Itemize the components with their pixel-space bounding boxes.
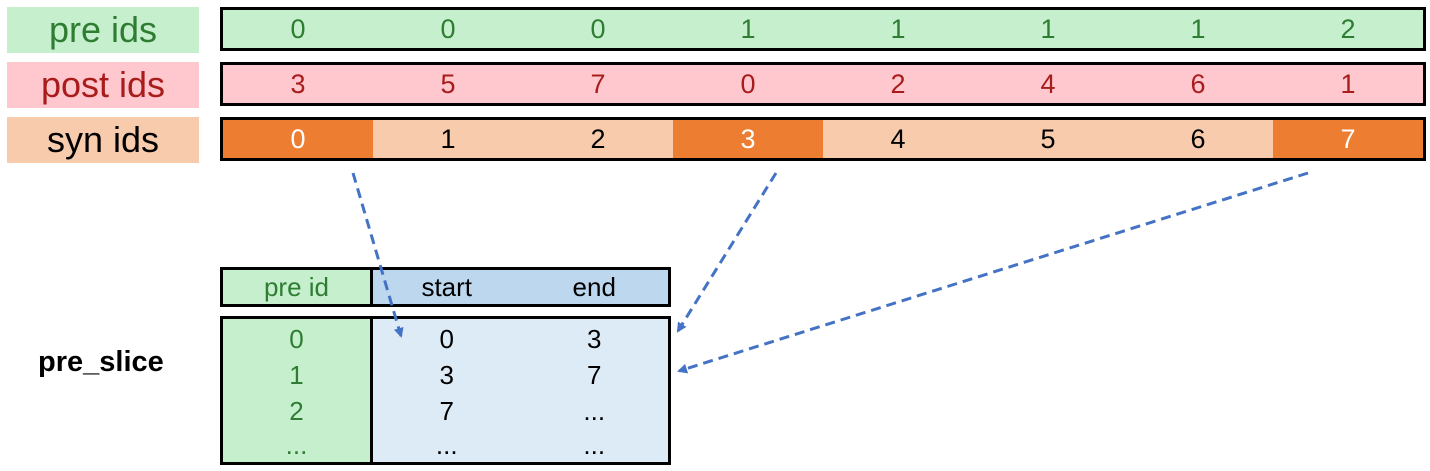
end-value: 3: [587, 323, 602, 354]
start-header: start: [421, 271, 473, 302]
pre-id-value: 1: [289, 359, 304, 390]
end-value: ...: [583, 429, 606, 460]
start-value: 0: [439, 323, 454, 354]
pre-id-cell: 1: [1190, 13, 1206, 44]
end-value: 7: [587, 359, 602, 390]
pre-id-column: 0 1 2 ...: [220, 316, 373, 465]
syn-id-cell: 4: [890, 123, 906, 154]
syn-id-cell: 0: [223, 120, 373, 158]
post-id-cell: 3: [290, 68, 306, 99]
post-id-cell: 6: [1190, 68, 1206, 99]
post-id-cell: 0: [740, 68, 756, 99]
table-row: ... ...: [373, 427, 668, 463]
syn-id-cell: 6: [1190, 123, 1206, 154]
post-id-cell: 2: [890, 68, 906, 99]
pre-id-cell: 1: [1040, 13, 1056, 44]
start-value: ...: [435, 429, 458, 460]
syn-ids-label: syn ids: [7, 117, 199, 163]
post-ids-label: post ids: [7, 62, 199, 108]
pre-id-cell: 0: [440, 13, 456, 44]
arrow-syn0-to-start: [351, 172, 404, 338]
post-id-cell: 5: [440, 68, 456, 99]
pre-slice-label: pre_slice: [38, 346, 164, 378]
pre-id-cell: 0: [290, 13, 306, 44]
pre-id-cell: 1: [740, 13, 756, 44]
pre-id-cell: 0: [590, 13, 606, 44]
start-value: 3: [439, 359, 454, 390]
syn-id-cell: 2: [590, 123, 606, 154]
pre-id-cell: 2: [1340, 13, 1356, 44]
arrow-syn7-to-end: [677, 171, 1309, 374]
pre-id-value: 0: [289, 323, 304, 354]
post-id-cell: 7: [590, 68, 606, 99]
post-id-cell: 1: [1340, 68, 1356, 99]
post-ids-row: 3 5 7 0 2 4 6 1: [220, 62, 1426, 106]
syn-ids-row: 0 1 2 3 4 5 6 7: [220, 117, 1426, 161]
pre-ids-row: 0 0 0 1 1 1 1 2: [220, 7, 1426, 51]
syn-id-cell: 5: [1040, 123, 1056, 154]
pre-ids-label: pre ids: [7, 7, 199, 53]
syn-id-cell: 3: [673, 120, 823, 158]
end-value: ...: [583, 395, 606, 426]
end-header: end: [572, 271, 616, 302]
table-row: 0 3: [373, 321, 668, 357]
syn-id-cell: 1: [440, 123, 456, 154]
start-value: 7: [439, 395, 454, 426]
table-row: 3 7: [373, 357, 668, 393]
table-row: 7 ...: [373, 393, 668, 429]
pre-id-value: ...: [285, 429, 308, 460]
syn-id-cell: 7: [1273, 120, 1423, 158]
start-end-header: start end: [370, 267, 671, 307]
arrow-syn3-to-end: [676, 172, 778, 333]
post-id-cell: 4: [1040, 68, 1056, 99]
pre-id-cell: 1: [890, 13, 906, 44]
pre-id-value: 2: [289, 395, 304, 426]
start-end-column: 0 3 3 7 7 ... ... ...: [370, 316, 671, 465]
